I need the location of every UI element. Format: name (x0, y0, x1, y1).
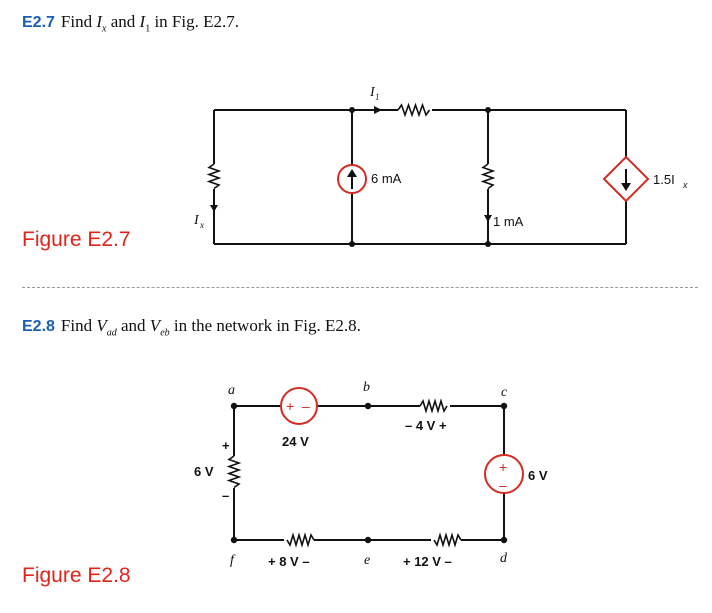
text-suffix: in the network in Fig. E2.8. (169, 316, 361, 335)
voltage-source-6v-right (484, 454, 524, 494)
ix-arrow (210, 205, 218, 212)
minus-sign: – (499, 477, 507, 493)
problem-text: Find Ix and I1 in Fig. E2.7. (60, 12, 239, 35)
i1-label-sub: 1 (375, 92, 380, 102)
resistor-top (397, 102, 431, 118)
dep-source-label: 1.5I (653, 172, 675, 187)
text-mid: and (106, 12, 140, 31)
ix-label-sub: x (199, 220, 204, 230)
plus-sign: + (222, 438, 230, 453)
i1-label: I (369, 85, 376, 100)
var-vad-sub: ad (106, 327, 117, 339)
current-1ma-arrow (484, 215, 492, 222)
problem-e2-8: E2.8 Find Vad and Veb in the network in F… (22, 316, 361, 338)
dep-source-label-sub: x (682, 180, 688, 190)
plus-sign: + (286, 398, 294, 414)
var-i1: I (139, 12, 146, 31)
minus-sign: – (302, 398, 310, 414)
node-dot-f (230, 536, 238, 544)
resistor-4v (419, 398, 448, 414)
v6-left-label: 6 V (194, 464, 214, 479)
figure-e2-7-label: Figure E2.7 (22, 228, 131, 251)
node-dot-c (500, 402, 508, 410)
var-ix-sub: x (102, 23, 107, 35)
node-label-e: e (364, 553, 370, 568)
resistor-12v (433, 532, 462, 548)
text-mid: and (116, 316, 150, 335)
i1-arrow (374, 106, 382, 114)
resistor-right (480, 163, 496, 190)
text-prefix: Find (60, 316, 97, 335)
resistor-left (206, 163, 222, 190)
problem-text: Find Vad and Veb in the network in Fig. … (60, 316, 361, 339)
var-veb-sub: eb (160, 327, 170, 339)
problem-number: E2.8 (22, 318, 55, 335)
junction-dot (485, 107, 491, 113)
junction-dot (485, 241, 491, 247)
node-dot-b (364, 402, 372, 410)
junction-dot (349, 241, 355, 247)
problem-number: E2.7 (22, 14, 55, 31)
source-6ma-label: 6 mA (371, 171, 402, 186)
up-arrow-icon (347, 169, 357, 177)
minus-sign: – (222, 488, 229, 503)
var-i1-sub: 1 (145, 23, 151, 35)
down-arrow-icon (621, 183, 631, 191)
node-label-d: d (500, 551, 508, 566)
current-1ma-label: 1 mA (493, 214, 524, 229)
circuit-e2-7: I x I 1 6 mA 1 mA 1.5I x (193, 85, 688, 247)
node-label-b: b (363, 380, 370, 395)
text-suffix: in Fig. E2.7. (150, 12, 239, 31)
v8-label: + 8 V – (268, 554, 310, 569)
var-ix: I (96, 12, 103, 31)
v12-label: + 12 V – (403, 554, 452, 569)
figure-e2-8-label: Figure E2.8 (22, 564, 131, 587)
ix-label: I (193, 213, 200, 228)
v4-label: – 4 V + (405, 418, 447, 433)
circuit-e2-8: + – 24 V – 4 V + + – 6 V + 8 V – + 12 V … (194, 380, 548, 569)
var-vad: V (96, 316, 107, 335)
node-dot-d (500, 536, 508, 544)
section-divider (22, 287, 698, 288)
junction-dot (349, 107, 355, 113)
node-dot-a (230, 402, 238, 410)
voltage-source-24v (280, 387, 318, 425)
resistor-8v (286, 532, 315, 548)
v24-label: 24 V (282, 434, 309, 449)
node-dot-e (364, 536, 372, 544)
var-veb: V (149, 316, 161, 335)
node-label-c: c (501, 385, 508, 400)
node-label-a: a (228, 383, 235, 398)
node-label-f: f (230, 553, 236, 568)
text-prefix: Find (60, 12, 97, 31)
plus-sign: + (499, 459, 507, 475)
v6-right-label: 6 V (528, 468, 548, 483)
resistor-6v-left (226, 455, 242, 489)
